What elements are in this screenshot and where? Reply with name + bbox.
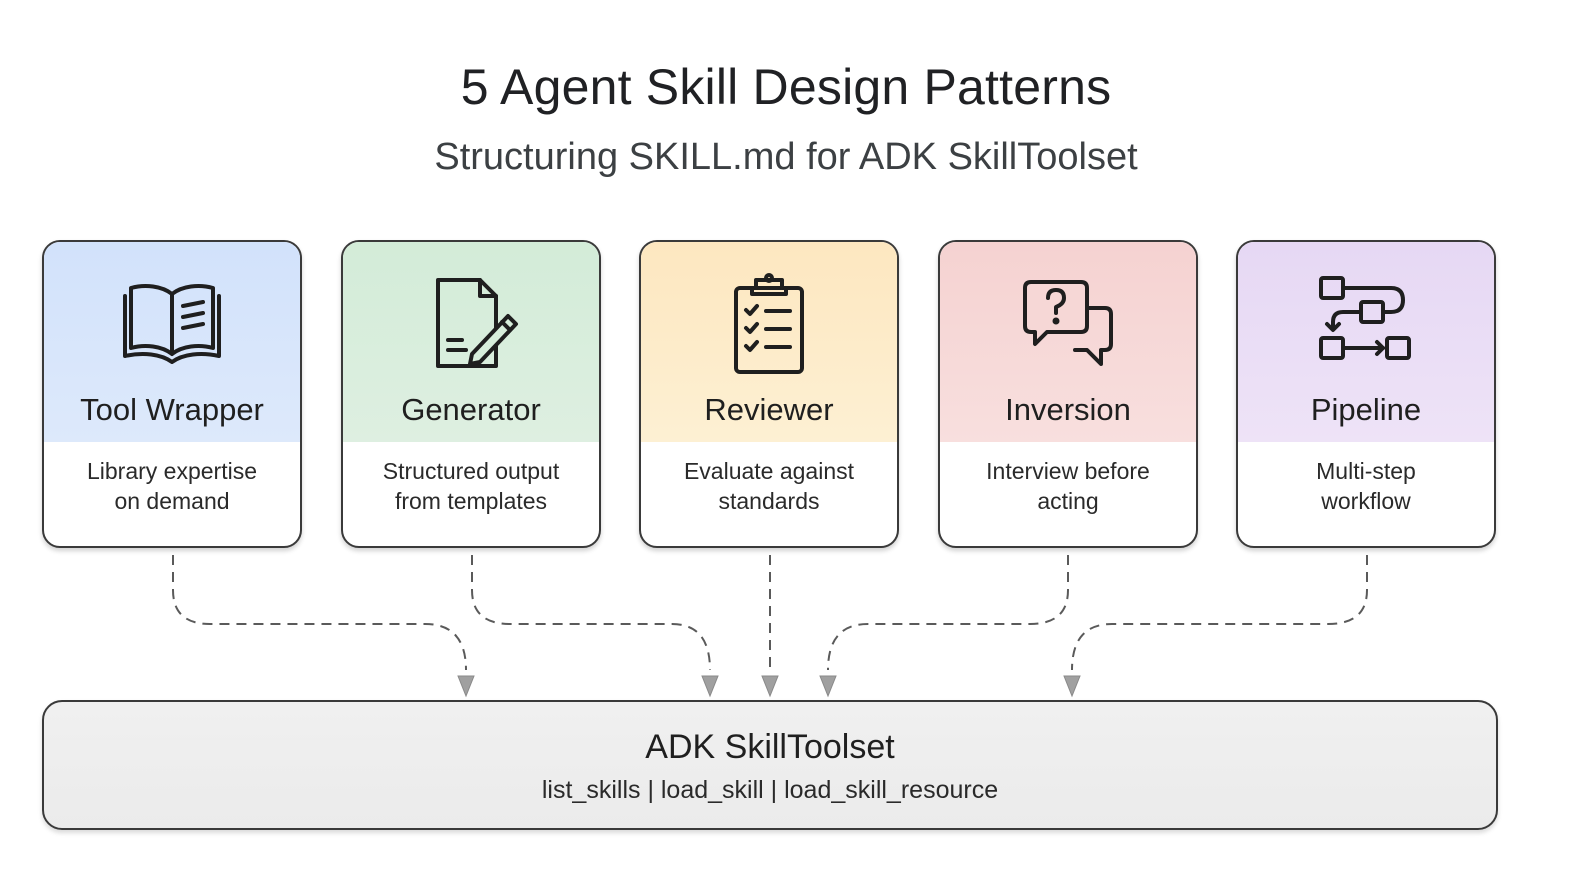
card-title: Generator xyxy=(401,392,541,427)
workflow-boxes-icon xyxy=(1311,270,1421,380)
arrowhead-2 xyxy=(701,675,719,698)
card-header-bg xyxy=(940,242,1196,442)
diagram-title: 5 Agent Skill Design Patterns xyxy=(460,59,1112,115)
skill-toolset-box: ADK SkillToolset list_skills | load_skil… xyxy=(42,700,1498,830)
open-book-icon xyxy=(117,270,227,380)
card-title: Tool Wrapper xyxy=(80,392,264,427)
card-title: Pipeline xyxy=(1310,392,1422,427)
toolset-methods: list_skills | load_skill | load_skill_re… xyxy=(541,776,999,804)
connector-tool-wrapper xyxy=(172,555,467,671)
connector-inversion xyxy=(827,555,1069,671)
toolset-title: ADK SkillToolset xyxy=(645,728,895,766)
card-header-bg xyxy=(1238,242,1494,442)
document-pencil-icon xyxy=(416,270,526,380)
speech-bubbles-question-icon xyxy=(1013,270,1123,380)
arrowhead-3 xyxy=(761,675,779,698)
card-title: Inversion xyxy=(1005,392,1131,427)
connector-generator xyxy=(471,555,711,671)
card-header-bg xyxy=(343,242,599,442)
arrowhead-4 xyxy=(819,675,837,698)
arrowhead-5 xyxy=(1063,675,1081,698)
connector-pipeline xyxy=(1071,555,1368,671)
arrowhead-1 xyxy=(457,675,475,698)
card-title: Reviewer xyxy=(704,392,834,427)
clipboard-checklist-icon xyxy=(714,270,824,380)
diagram-subtitle: Structuring SKILL.md for ADK SkillToolse… xyxy=(434,136,1138,178)
